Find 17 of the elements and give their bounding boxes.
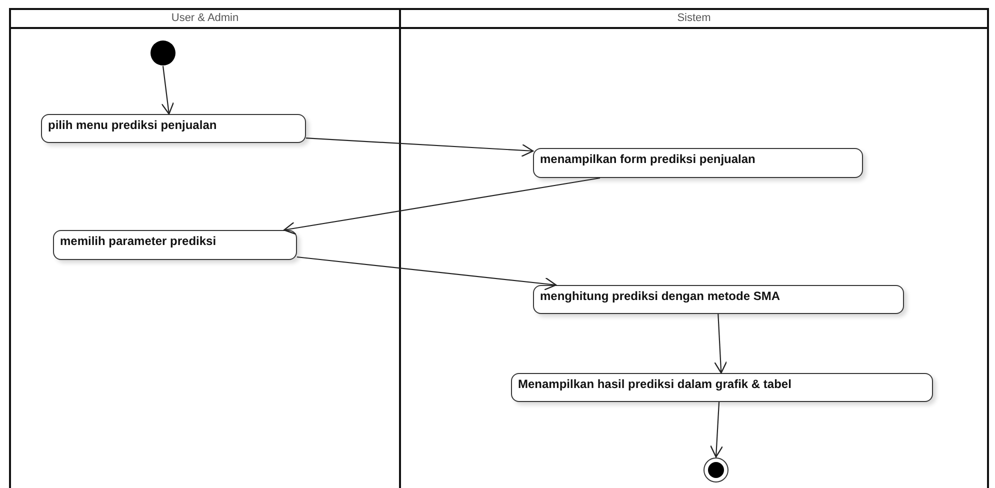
action-box: pilih menu prediksi penjualan: [41, 114, 306, 143]
start-node: [150, 40, 176, 66]
arrow: [306, 138, 534, 157]
arrow: [710, 402, 724, 458]
swimlane: [9, 8, 401, 488]
lane-title: User & Admin: [171, 11, 239, 26]
arrow: [283, 177, 600, 235]
action-box: Menampilkan hasil prediksi dalam grafik & tabel: [511, 373, 933, 402]
action-box: menampilkan form prediksi penjualan: [533, 148, 863, 178]
lane-title: Sistem: [677, 11, 711, 26]
end-node: [703, 457, 729, 483]
swimlane: [399, 8, 989, 488]
arrow: [296, 256, 557, 290]
action-box: menghitung prediksi dengan metode SMA: [533, 285, 904, 314]
arrow: [161, 66, 174, 115]
action-box: memilih parameter prediksi: [53, 230, 297, 260]
arrow: [714, 314, 728, 374]
